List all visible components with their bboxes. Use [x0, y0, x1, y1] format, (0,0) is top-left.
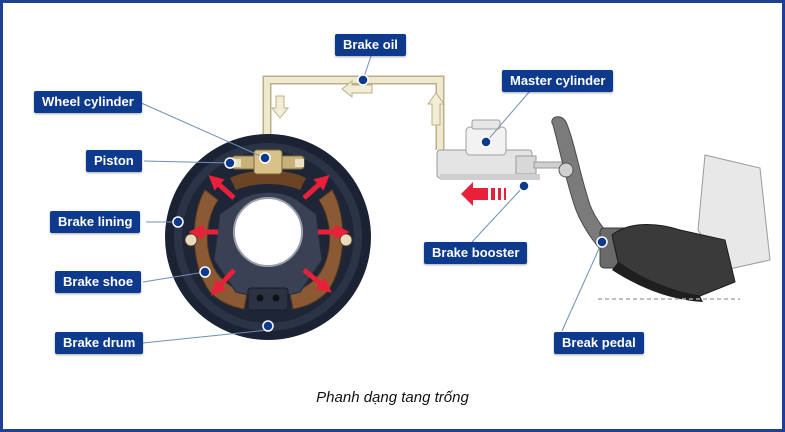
adjuster-left — [184, 233, 198, 247]
caption: Phanh dạng tang trống — [316, 389, 469, 406]
label-brake-lining: Brake lining — [50, 211, 141, 233]
label-brake-drum: Brake drum — [55, 332, 144, 354]
master-cylinder-assembly — [436, 119, 565, 180]
label-piston: Piston — [86, 150, 142, 172]
label-brake-booster: Brake booster — [424, 242, 528, 264]
label-master-cylinder: Master cylinder — [502, 70, 614, 92]
label-brake-shoe: Brake shoe — [55, 271, 142, 293]
leader-dots — [172, 74, 608, 332]
hub-hole — [233, 197, 303, 267]
leader-lines — [138, 55, 603, 344]
foot-illustration — [611, 154, 771, 302]
label-break-pedal: Break pedal — [554, 332, 644, 354]
label-wheel-cylinder: Wheel cylinder — [34, 91, 142, 113]
label-brake-oil: Brake oil — [335, 34, 406, 56]
booster-arrow — [461, 182, 506, 206]
force-arrows — [188, 174, 350, 296]
adjuster-right — [339, 233, 353, 247]
anchor-block — [247, 287, 289, 311]
